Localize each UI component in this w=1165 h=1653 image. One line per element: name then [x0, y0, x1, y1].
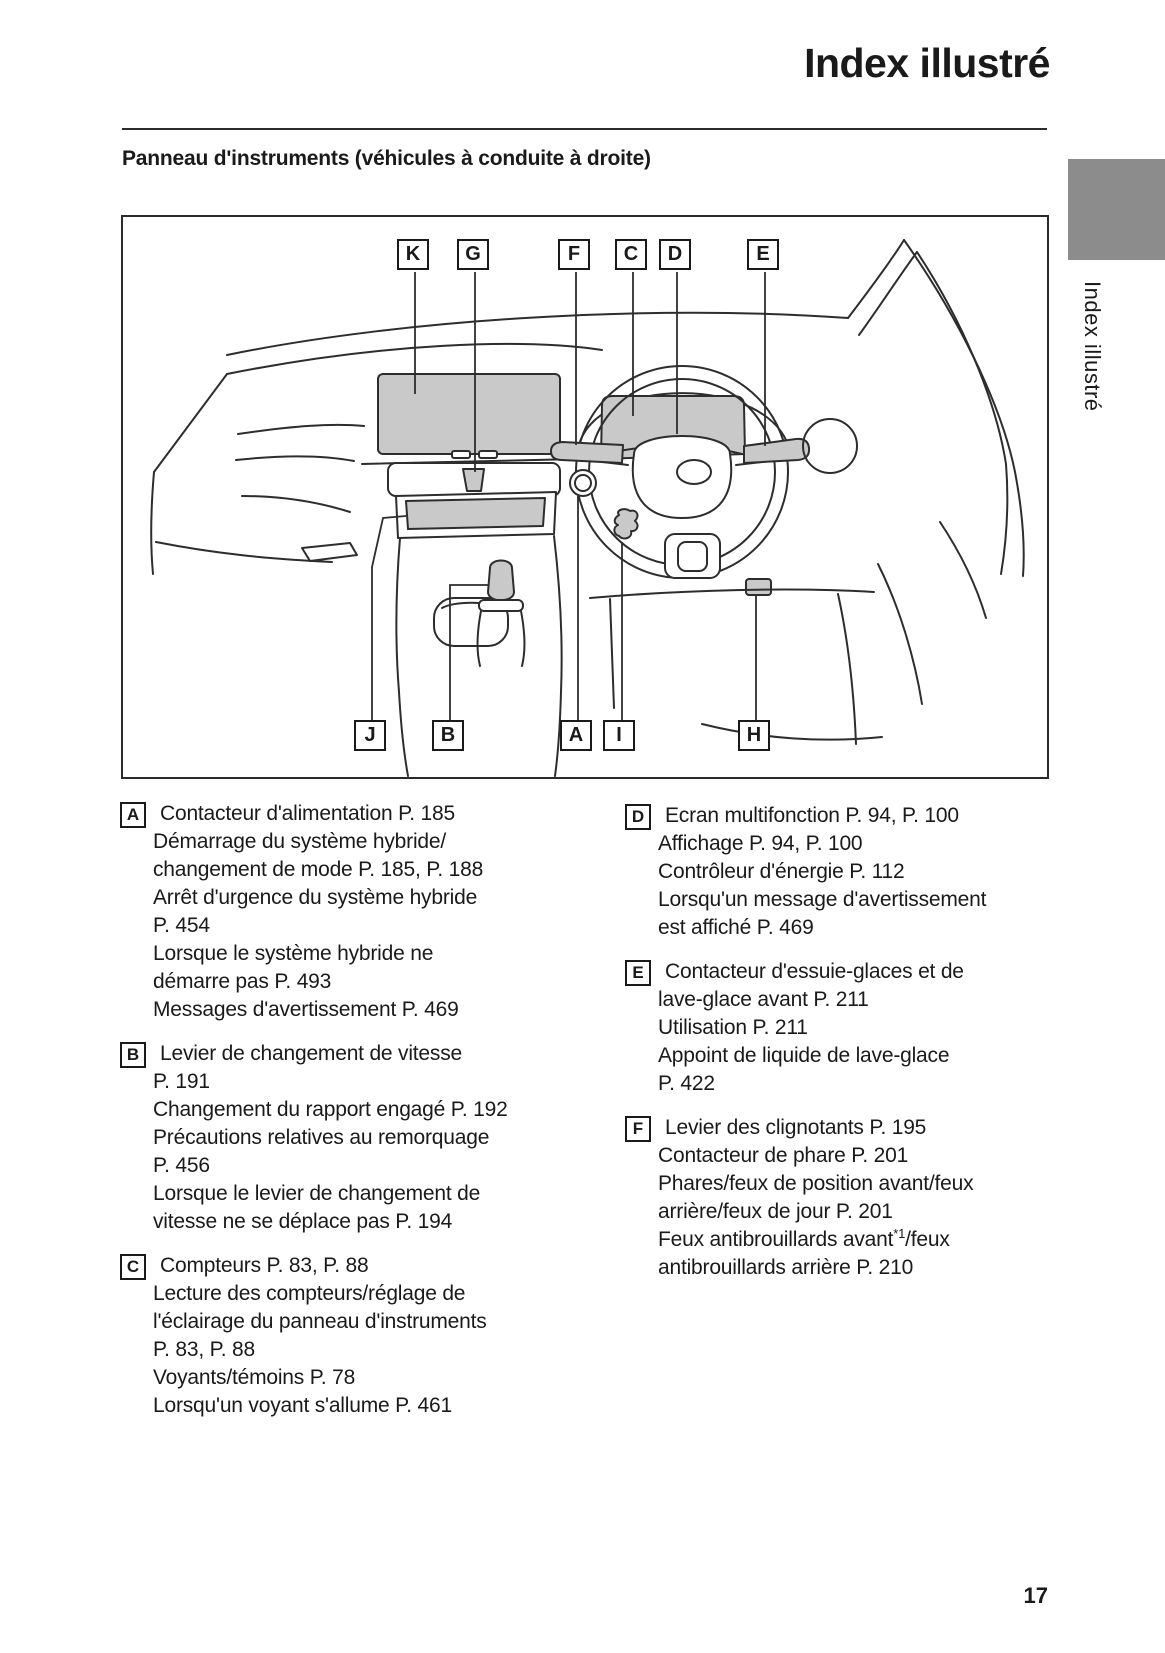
hazard-switch-shape [462, 468, 485, 492]
dashboard-diagram: K G F C D E J B A I H [121, 215, 1049, 779]
callout-K: K [397, 239, 429, 270]
entry-line: changement de mode P. 185, P. 188 [153, 858, 484, 881]
entry-line: Messages d'avertissement P. 469 [153, 998, 459, 1021]
entry-line: Feux antibrouillards avant*1/feux [658, 1226, 1088, 1254]
callout-B: B [432, 720, 464, 751]
index-entry-D: D Ecran multifonction P. 94, P. 100 Affi… [625, 802, 1088, 942]
entry-line: l'éclairage du panneau d'instruments [153, 1310, 487, 1333]
entry-line: Contrôleur d'énergie P. 112 [658, 860, 905, 883]
entry-line: Démarrage du système hybride/ [153, 830, 446, 853]
entry-line: Utilisation P. 211 [658, 1016, 808, 1039]
entry-line: Arrêt d'urgence du système hybride [153, 886, 478, 909]
entry-line: Lorsque le système hybride ne [153, 942, 434, 965]
entry-letter-D: D [625, 804, 651, 830]
entry-line: P. 456 [153, 1154, 210, 1177]
callout-F: F [558, 239, 590, 270]
entry-line: P. 422 [658, 1072, 715, 1095]
callout-G: G [457, 239, 489, 270]
callout-C: C [615, 239, 647, 270]
callout-I: I [603, 720, 635, 751]
entry-line: Contacteur d'alimentation P. 185 [160, 802, 455, 825]
multimedia-display-shape [377, 373, 561, 455]
entry-line: démarre pas P. 493 [153, 970, 332, 993]
entry-line: Contacteur de phare P. 201 [658, 1144, 909, 1167]
lower-panel-shape [405, 497, 546, 530]
page-number: 17 [1023, 1583, 1048, 1608]
entry-letter-B: B [120, 1042, 146, 1068]
index-entry-B: B Levier de changement de vitesse P. 191… [120, 1040, 583, 1236]
entry-line: Lecture des compteurs/réglage de [153, 1282, 466, 1305]
entry-letter-F: F [625, 1116, 651, 1142]
callout-E: E [747, 239, 779, 270]
entry-line: P. 454 [153, 914, 210, 937]
index-entry-C: C Compteurs P. 83, P. 88 Lecture des com… [120, 1252, 583, 1420]
chapter-tab-label: Index illustré [1080, 281, 1105, 412]
entry-line: Lorsque le levier de changement de [153, 1182, 481, 1205]
index-entry-A: A Contacteur d'alimentation P. 185 Démar… [120, 800, 583, 1024]
entry-line: Compteurs P. 83, P. 88 [160, 1254, 369, 1277]
footnote-marker: *1 [893, 1226, 906, 1241]
steering-control-shape [613, 508, 639, 540]
index-column-left: A Contacteur d'alimentation P. 185 Démar… [120, 800, 583, 1436]
entry-letter-E: E [625, 960, 651, 986]
page-title: Index illustré [804, 40, 1050, 86]
index-entry-F: F Levier des clignotants P. 195 Contacte… [625, 1114, 1088, 1282]
entry-letter-C: C [120, 1254, 146, 1280]
entry-line: Lorsqu'un voyant s'allume P. 461 [153, 1394, 452, 1417]
callout-leader-lines [371, 272, 766, 722]
entry-line: P. 191 [153, 1070, 210, 1093]
entry-letter-A: A [120, 802, 146, 828]
entry-line: vitesse ne se déplace pas P. 194 [153, 1210, 453, 1233]
entry-line: Changement du rapport engagé P. 192 [153, 1098, 508, 1121]
callout-H: H [738, 720, 770, 751]
entry-line: Contacteur d'essuie-glaces et de [665, 960, 964, 983]
section-heading: Panneau d'instruments (véhicules à condu… [122, 147, 651, 170]
entry-line: Ecran multifonction P. 94, P. 100 [665, 804, 959, 827]
entry-line: Précautions relatives au remorquage [153, 1126, 490, 1149]
door-handle-shape [301, 542, 358, 562]
wiper-stalk-shape [743, 437, 811, 464]
entry-line: Affichage P. 94, P. 100 [658, 832, 863, 855]
power-switch-shape [569, 469, 597, 497]
entry-line: Appoint de liquide de lave-glace [658, 1044, 950, 1067]
callout-D: D [659, 239, 691, 270]
dashboard-line-art [150, 239, 1025, 777]
speaker-grille-shape [802, 418, 858, 474]
entry-line: P. 83, P. 88 [153, 1338, 255, 1361]
lower-switch-shape [745, 578, 772, 596]
entry-line: arrière/feux de jour P. 201 [658, 1200, 893, 1223]
turn-signal-stalk-shape [550, 441, 624, 464]
shift-lever-shape [487, 559, 515, 602]
index-entry-E: E Contacteur d'essuie-glaces et de lave-… [625, 958, 1088, 1098]
entry-line: Phares/feux de position avant/feux [658, 1172, 974, 1195]
chapter-tab [1068, 159, 1165, 260]
callout-J: J [354, 720, 386, 751]
entry-line: lave-glace avant P. 211 [658, 988, 869, 1011]
entry-line: antibrouillards arrière P. 210 [658, 1256, 914, 1279]
entry-line: est affiché P. 469 [658, 916, 814, 939]
entry-line: Levier de changement de vitesse [160, 1042, 462, 1065]
callout-A: A [560, 720, 592, 751]
entry-line: Levier des clignotants P. 195 [665, 1116, 927, 1139]
entry-line: Lorsqu'un message d'avertissement [658, 888, 987, 911]
header-rule [122, 128, 1047, 130]
entry-line: Voyants/témoins P. 78 [153, 1366, 356, 1389]
entry-line-text: /feux [905, 1228, 950, 1251]
entry-line-text: Feux antibrouillards avant [658, 1228, 894, 1251]
index-column-right: D Ecran multifonction P. 94, P. 100 Affi… [625, 802, 1088, 1298]
